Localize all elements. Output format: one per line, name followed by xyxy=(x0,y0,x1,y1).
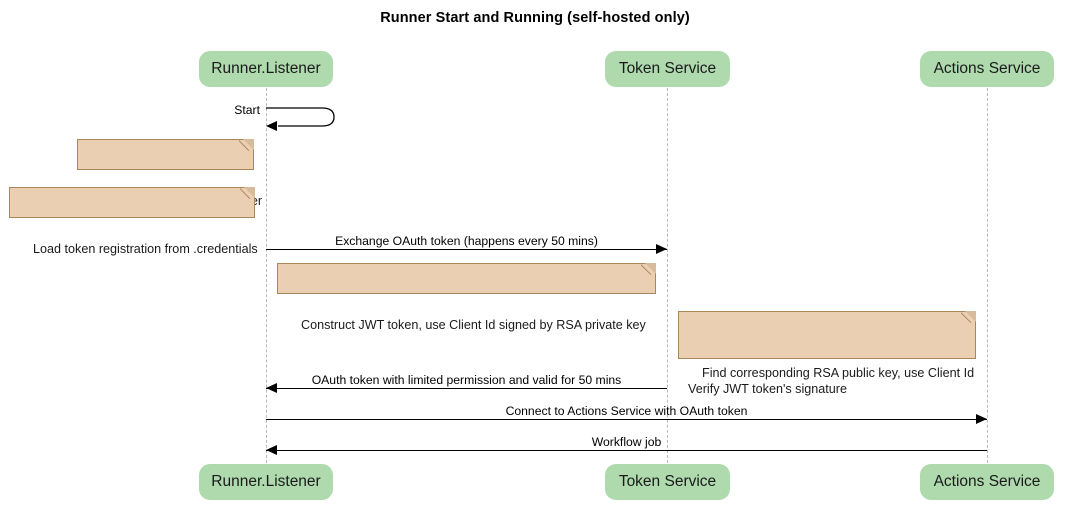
note-fold-edge-icon xyxy=(641,263,656,278)
note-text: Construct JWT token, use Client Id signe… xyxy=(301,318,646,332)
lifeline-token xyxy=(667,88,668,463)
participant-label: Actions Service xyxy=(933,60,1041,77)
arrowhead-oauth-return xyxy=(266,383,277,393)
note-text: Find corresponding RSA public key, use C… xyxy=(688,366,975,396)
participant-actions-bottom[interactable]: Actions Service xyxy=(920,464,1054,500)
note-construct-jwt: Construct JWT token, use Client Id signe… xyxy=(277,263,656,332)
participant-label: Runner.Listener xyxy=(211,473,321,490)
note-fold-edge-icon xyxy=(240,187,255,202)
note-load-token-registration: Load token registration from .credential… xyxy=(9,187,258,256)
arrowhead-workflow-job xyxy=(266,445,277,455)
note-verify-jwt: Find corresponding RSA public key, use C… xyxy=(678,311,976,396)
participant-label: Token Service xyxy=(618,60,717,77)
participant-token-top[interactable]: Token Service xyxy=(605,51,730,87)
participant-label: Token Service xyxy=(618,473,717,490)
message-line-workflow-job[interactable] xyxy=(266,450,987,451)
lifeline-actions xyxy=(987,88,988,463)
message-line-exchange-oauth[interactable] xyxy=(266,249,667,250)
participant-label: Runner.Listener xyxy=(211,60,321,77)
note-fold-edge-icon xyxy=(961,311,976,326)
message-start-selfloop[interactable] xyxy=(264,104,340,134)
message-line-connect-actions[interactable] xyxy=(266,419,987,420)
arrowhead-connect-actions xyxy=(976,414,987,424)
note-text: Load token registration from .credential… xyxy=(33,242,258,256)
participant-label: Actions Service xyxy=(933,473,1041,490)
lifeline-runner xyxy=(266,88,267,463)
participant-runner-bottom[interactable]: Runner.Listener xyxy=(199,464,333,500)
note-fold-edge-icon xyxy=(239,139,254,154)
page-title: Runner Start and Running (self-hosted on… xyxy=(380,10,690,26)
arrowhead-exchange-oauth xyxy=(656,244,667,254)
message-label-start: Start xyxy=(234,103,260,117)
participant-token-bottom[interactable]: Token Service xyxy=(605,464,730,500)
note-load-config: Load config info from .runner xyxy=(77,139,262,208)
message-label-workflow-job: Workflow job xyxy=(591,435,662,449)
message-label-exchange-oauth: Exchange OAuth token (happens every 50 m… xyxy=(335,234,598,248)
arrowhead-start xyxy=(266,121,277,131)
participant-runner-top[interactable]: Runner.Listener xyxy=(199,51,333,87)
message-label-connect-actions: Connect to Actions Service with OAuth to… xyxy=(505,404,748,418)
message-label-oauth-return: OAuth token with limited permission and … xyxy=(311,373,622,387)
message-line-oauth-return[interactable] xyxy=(266,388,667,389)
participant-actions-top[interactable]: Actions Service xyxy=(920,51,1054,87)
